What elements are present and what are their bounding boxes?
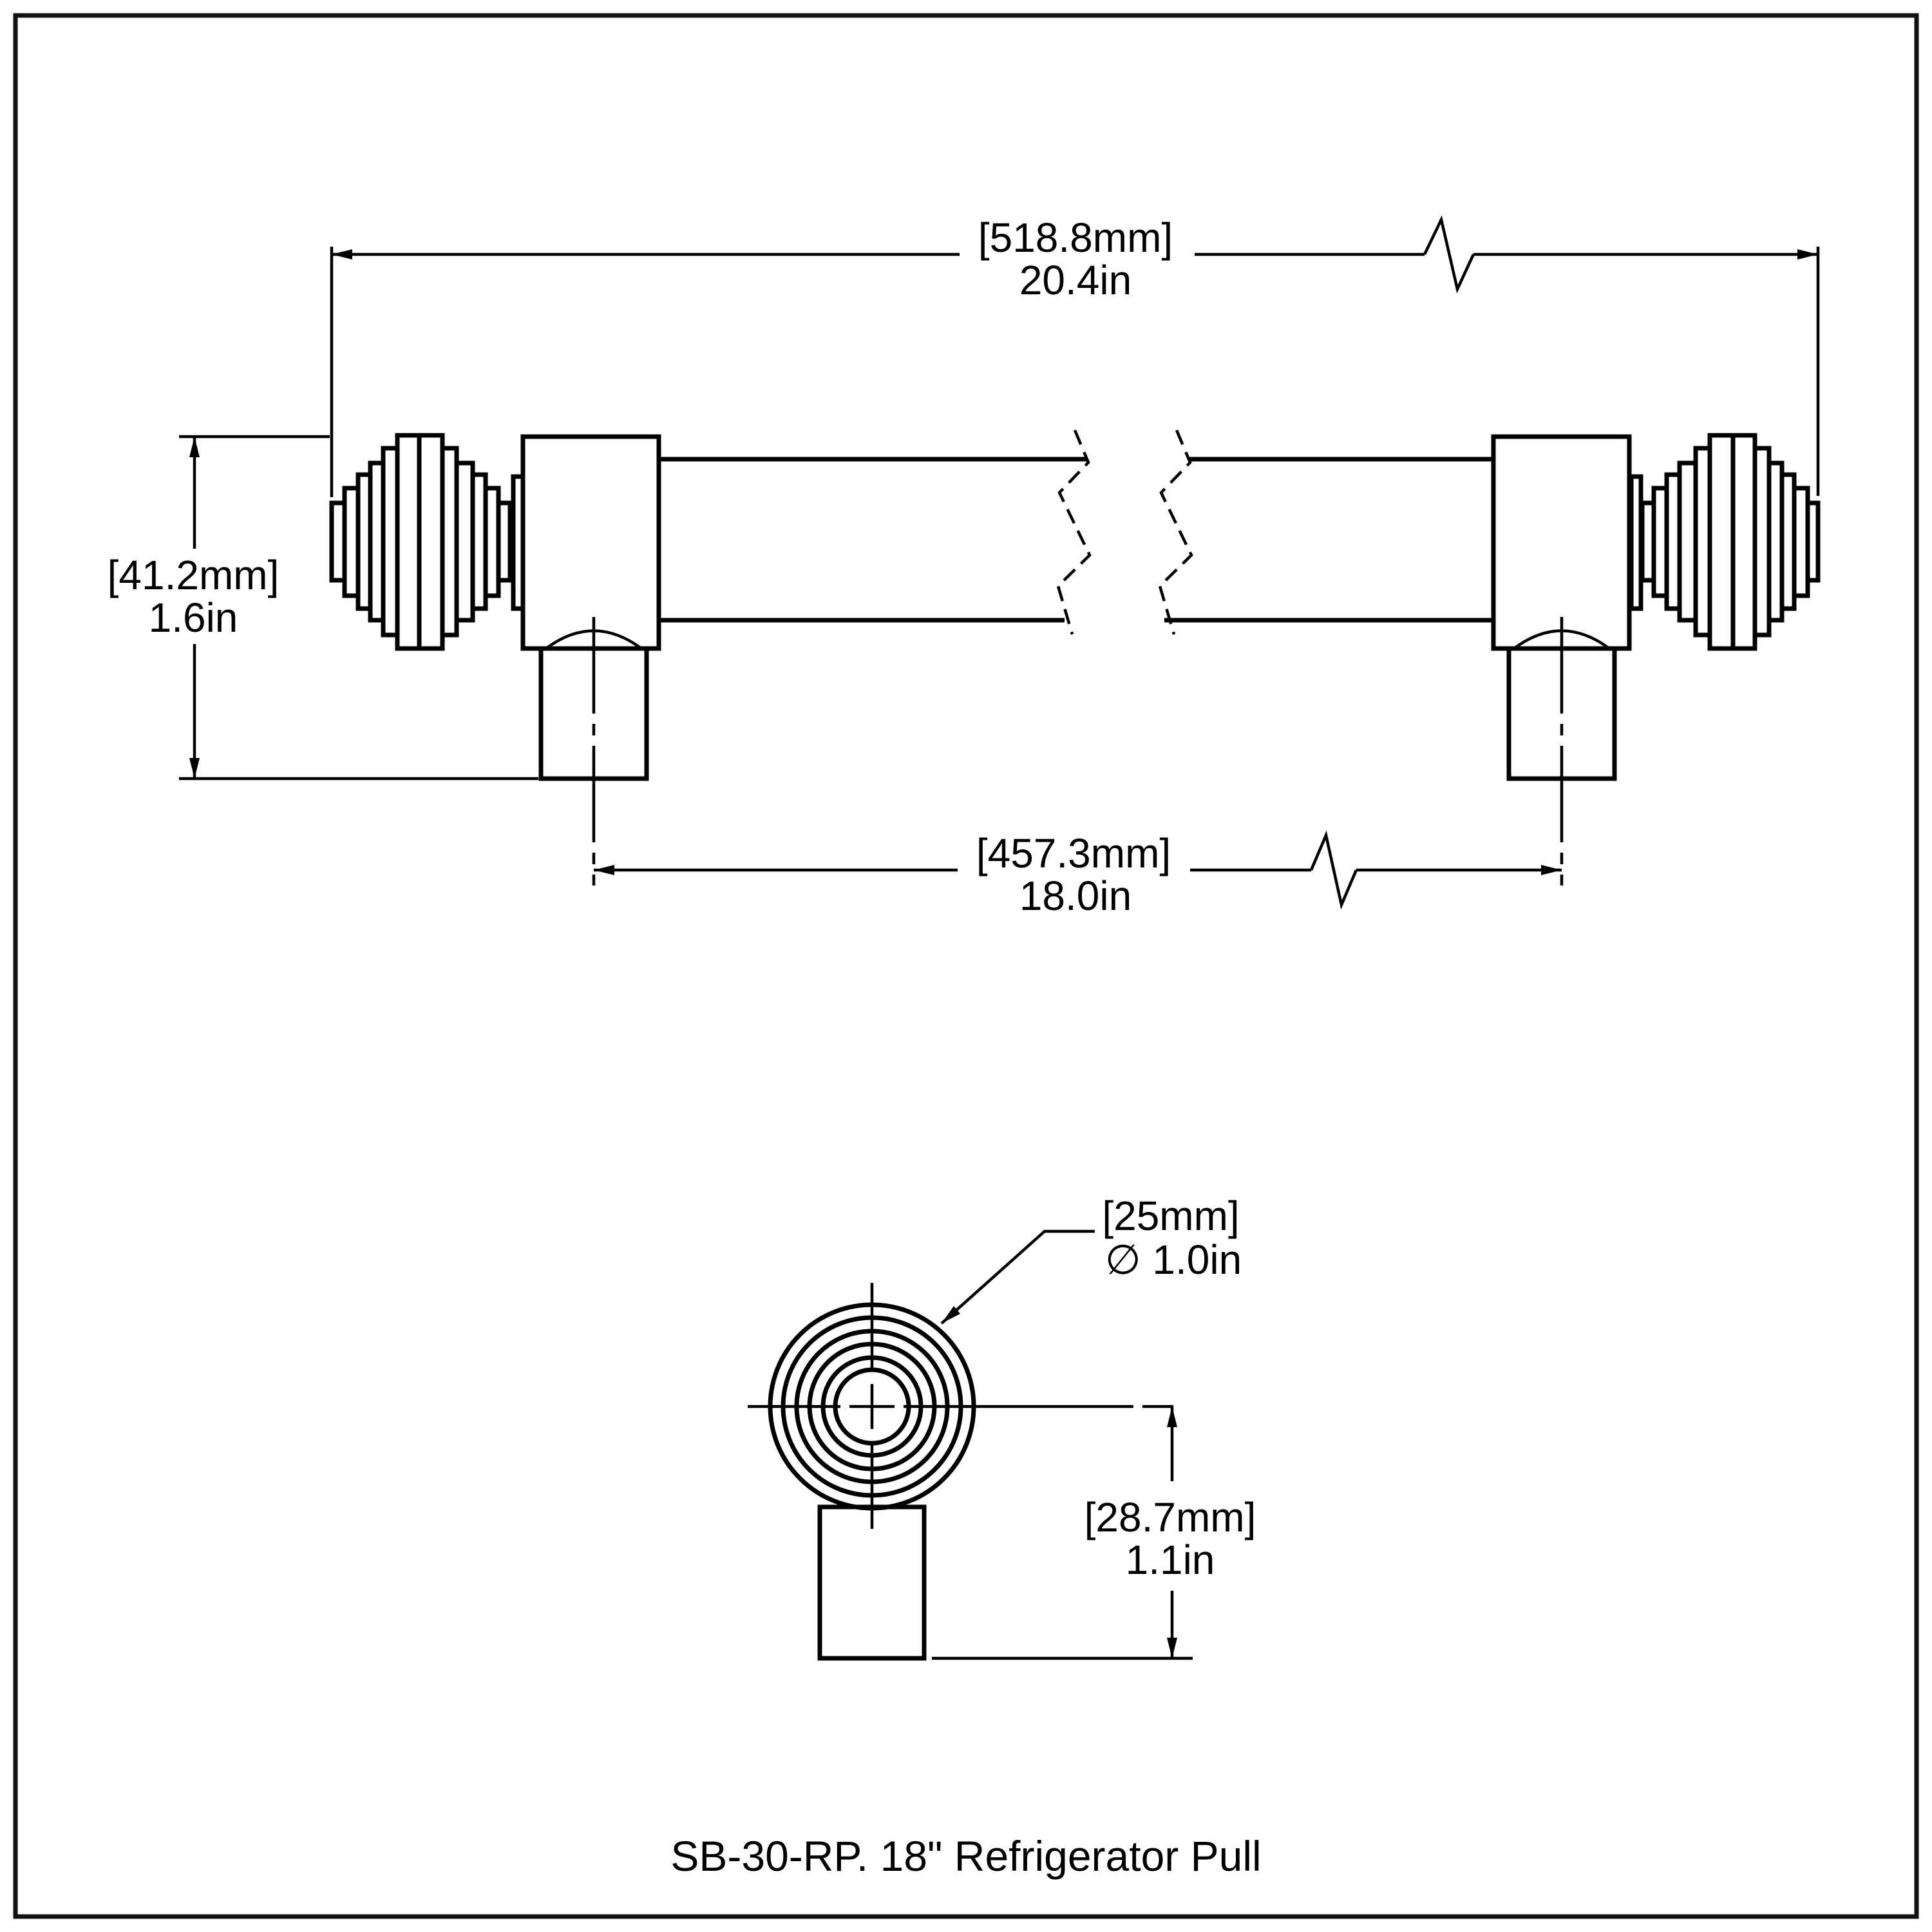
dim-break-zigzag	[1423, 215, 1475, 294]
arrowhead-down	[189, 758, 200, 779]
dim-height: [41.2mm] 1.6in	[108, 435, 538, 781]
end-diameter-imperial: ∅ 1.0in	[1105, 1236, 1242, 1283]
arrowhead-right	[1797, 249, 1818, 260]
center-to-center-metric: [457.3mm]	[976, 830, 1171, 876]
dim-break-zigzag	[1309, 830, 1358, 910]
height-metric: [41.2mm]	[108, 552, 279, 598]
arrowhead-left	[332, 249, 352, 260]
left-mounting-block	[520, 434, 661, 651]
left-finial	[329, 433, 513, 651]
height-imperial: 1.6in	[149, 594, 238, 641]
arrowhead-up	[1167, 1406, 1177, 1427]
leader-line	[940, 1229, 1095, 1325]
dim-end-diameter: [25mm] ∅ 1.0in	[940, 1193, 1242, 1325]
dim-center-to-center: [457.3mm] 18.0in	[594, 830, 1562, 919]
handle-bar	[659, 430, 1493, 635]
leader-arrowhead	[942, 1306, 960, 1323]
post-offset-imperial: 1.1in	[1126, 1537, 1215, 1583]
overall-length-imperial: 20.4in	[1019, 257, 1132, 303]
right-finial	[1640, 433, 1821, 651]
arrowhead-down	[1167, 1638, 1177, 1658]
arrowhead-left	[594, 865, 614, 875]
break-line-left	[1056, 430, 1092, 635]
right-mounting-block	[1491, 434, 1632, 651]
bottom-view	[748, 1283, 1173, 1661]
arrowhead-up	[189, 437, 200, 457]
break-line-right	[1158, 430, 1193, 635]
top-view	[329, 430, 1821, 886]
end-view-post	[817, 1504, 927, 1661]
dim-post-offset: [28.7mm] 1.1in	[932, 1406, 1256, 1660]
arrowhead-right	[1541, 865, 1562, 875]
drawing-caption: SB-30-RP. 18" Refrigerator Pull	[670, 1832, 1261, 1880]
right-neck	[1629, 474, 1643, 611]
center-crosshair	[748, 1283, 1173, 1529]
dim-overall-length: [518.8mm] 20.4in	[330, 214, 1820, 497]
center-to-center-imperial: 18.0in	[1019, 873, 1132, 919]
overall-length-metric: [518.8mm]	[978, 214, 1173, 261]
end-diameter-metric: [25mm]	[1102, 1193, 1239, 1239]
post-offset-metric: [28.7mm]	[1084, 1494, 1256, 1540]
drawing-border	[13, 13, 1919, 1919]
